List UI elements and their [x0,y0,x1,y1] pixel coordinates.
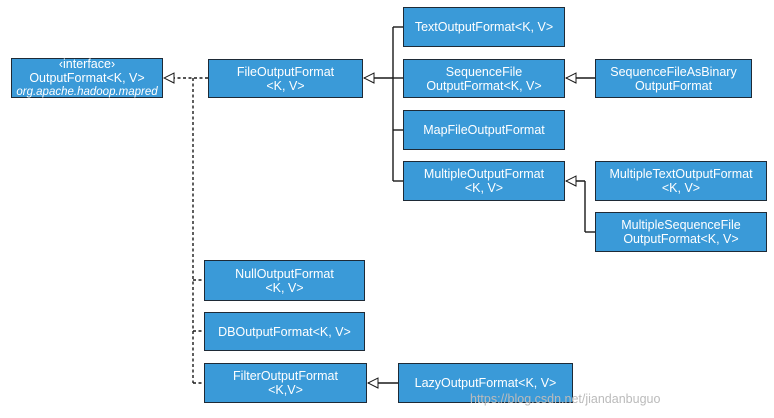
db-output-format-box: DBOutputFormat<K, V> [204,312,365,351]
lazy-output-format-box: LazyOutputFormat<K, V> [398,363,573,403]
implements-edges [164,78,208,384]
node-label-line2: OutputFormat<K, V> [623,232,739,246]
watermark-text: https://blog.csdn.net/jiandanbuguo [470,392,661,406]
text-output-format-box: TextOutputFormat<K, V> [403,7,565,47]
map-file-output-format-box: MapFileOutputFormat [403,110,565,150]
node-label-line2: <K, V> [464,181,504,195]
node-label-line2: OutputFormat [634,78,713,93]
node-label-line1: MultipleSequenceFile [621,218,741,232]
node-label-line1: TextOutputFormat<K, V> [414,20,554,34]
node-label-line1: SequenceFile [445,64,523,79]
node-label-line1: MapFileOutputFormat [423,123,545,137]
null-output-format-box: NullOutputFormat <K, V> [204,260,365,301]
node-label-line2: <K, V> [266,78,305,93]
sequence-file-output-format-box: SequenceFile OutputFormat<K, V> [403,59,565,98]
node-label-line1: SequenceFileAsBinary [610,64,737,79]
node-label-line2: <K, V> [265,280,304,295]
extends-edges [364,26,595,383]
node-label-line2: <K,V> [268,383,303,397]
node-label-line1: DBOutputFormat<K, V> [218,324,351,339]
output-format-interface-box: ‹interface› OutputFormat<K, V> org.apach… [11,57,163,98]
node-label-line1: MultipleTextOutputFormat [609,167,753,181]
node-label-line1: LazyOutputFormat<K, V> [414,376,557,390]
interface-name: OutputFormat<K, V> [29,71,145,85]
multiple-sequence-file-output-format-box: MultipleSequenceFile OutputFormat<K, V> [595,212,767,252]
multiple-output-format-box: MultipleOutputFormat <K, V> [403,161,565,201]
interface-package: org.apache.hadoop.mapred [16,86,158,98]
node-label-line1: NullOutputFormat [235,266,334,281]
node-label-line2: OutputFormat<K, V> [426,78,542,93]
node-label-line2: <K, V> [661,181,701,195]
node-label-line1: FilterOutputFormat [233,369,338,383]
sequence-file-as-binary-output-format-box: SequenceFileAsBinary OutputFormat [595,59,752,98]
filter-output-format-box: FilterOutputFormat <K,V> [204,363,367,403]
file-output-format-box: FileOutputFormat <K, V> [208,59,363,98]
node-label-line1: MultipleOutputFormat [423,167,545,181]
interface-stereotype: ‹interface› [58,57,116,71]
node-label-line1: FileOutputFormat [236,64,335,79]
multiple-text-output-format-box: MultipleTextOutputFormat <K, V> [595,161,767,201]
